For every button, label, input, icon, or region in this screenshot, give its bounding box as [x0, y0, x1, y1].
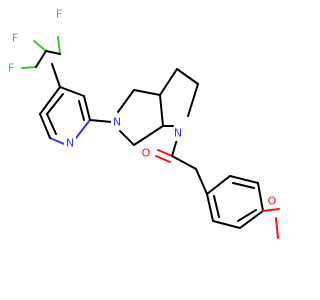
bond-ph-4b	[237, 209, 257, 222]
molecule-drawing: F F F N N N O O	[7, 7, 280, 239]
structure-svg: F F F N N N O O	[7, 7, 280, 239]
bond-py-5b	[46, 113, 57, 135]
bond-bi-8	[187, 83, 199, 117]
atom-n-pyrrolidine-bottom: N	[174, 127, 182, 140]
bond-ph-2b	[232, 182, 255, 189]
bond-chain-2	[195, 168, 208, 195]
bond-py-5	[39, 113, 51, 139]
bond-py-n	[89, 119, 113, 123]
atom-f1: F	[12, 32, 18, 45]
bond-py-4	[49, 137, 65, 145]
atom-n-pyrrolidine-top: N	[113, 116, 121, 129]
atom-f2: F	[56, 8, 62, 21]
bond-bi-4	[133, 125, 164, 146]
bond-bi-2	[133, 89, 161, 96]
bond-cf-f3	[21, 66, 37, 69]
bond-bi-3	[159, 94, 164, 127]
bond-ome-1	[262, 208, 280, 212]
atom-o-methoxy: O	[268, 195, 277, 208]
bond-ph-6b	[213, 195, 220, 218]
bond-py-6	[39, 86, 61, 115]
bond-bi-1	[117, 89, 135, 113]
bond-cf3-c1	[45, 50, 61, 55]
bond-bi-5	[119, 130, 135, 146]
bond-cf3-c2	[35, 50, 47, 68]
bond-chain-1	[171, 155, 197, 170]
bond-cf-f1	[33, 40, 47, 52]
bond-ph-2	[229, 175, 259, 184]
bond-co-2	[155, 155, 171, 163]
bond-py-2b	[78, 100, 85, 121]
bond-bi-6	[159, 68, 178, 96]
atom-o-carbonyl: O	[142, 147, 151, 160]
bond-ph-3	[257, 182, 264, 212]
bond-co-1	[157, 149, 173, 157]
bond-cf3-ring	[51, 63, 61, 88]
bond-ph-6	[206, 193, 214, 222]
bond-py-6b	[46, 93, 64, 115]
bond-py-2	[83, 95, 91, 121]
bond-ph-1	[206, 175, 231, 195]
bond-py-3	[75, 119, 91, 139]
bond-ph-5	[212, 220, 241, 229]
bond-py-1	[59, 86, 85, 97]
bond-ome-2	[275, 217, 279, 239]
bond-cf-f2	[57, 36, 61, 55]
atom-n-pyridine: N	[66, 137, 74, 150]
bond-ph-4	[239, 210, 264, 229]
atom-f3: F	[8, 62, 14, 75]
bond-bi-7	[176, 68, 199, 85]
